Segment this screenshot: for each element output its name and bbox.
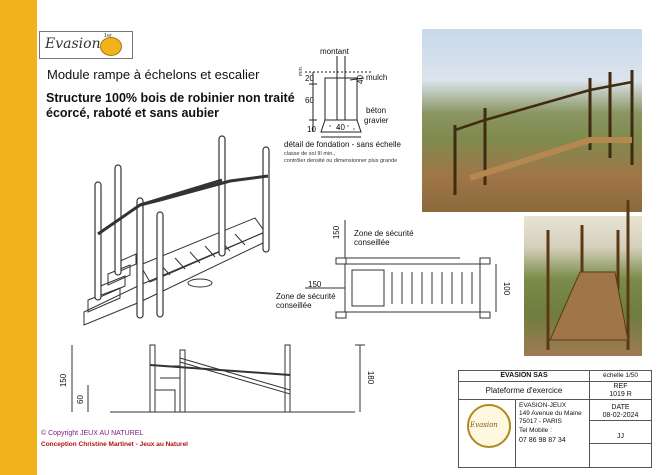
ref-value: 1019 R bbox=[609, 391, 632, 398]
accent-sidebar bbox=[0, 0, 37, 475]
foundation-note-1: classe de sol III min., bbox=[284, 151, 336, 157]
smiley-icon bbox=[100, 37, 122, 56]
dim-150-vertical: 150 bbox=[332, 225, 342, 240]
logo-superscript: 1er bbox=[104, 33, 112, 39]
plan-view bbox=[305, 220, 497, 319]
dim-10: 10 bbox=[307, 125, 316, 134]
ramp-perspective bbox=[83, 217, 266, 326]
product-name: Plateforme d'exercice bbox=[485, 386, 563, 395]
copyright: © Copyright JEUX AU NATUREL bbox=[41, 430, 144, 437]
side-elevation bbox=[71, 344, 365, 413]
initials: JJ bbox=[617, 433, 624, 440]
address-name: EVASION-JEUX bbox=[519, 402, 567, 409]
label-montant: montant bbox=[320, 47, 349, 56]
dim-20: 20 bbox=[305, 74, 314, 83]
seal-text: Evasion bbox=[470, 421, 498, 429]
label-min-1: min. bbox=[298, 65, 305, 77]
title-block: EVASION SAS échelle 1/50 Plateforme d'ex… bbox=[458, 370, 652, 468]
company-name: EVASION SAS bbox=[500, 372, 548, 379]
foundation-note-2: contrôler densité ou dimensionner plus g… bbox=[284, 158, 398, 164]
conception-credit: Conception Christine Martinet - Jeux au … bbox=[41, 441, 188, 448]
label-gravier: gravier bbox=[364, 116, 389, 125]
ramp-rails bbox=[97, 174, 269, 236]
phone-number: 07 86 98 87 34 bbox=[519, 437, 566, 444]
tel-label: Tel Mobile : bbox=[519, 427, 552, 434]
ramp-posts bbox=[94, 135, 270, 319]
date-value: 08-02-2024 bbox=[602, 412, 639, 419]
photo-1-structure bbox=[453, 70, 634, 195]
scale: échelle 1/50 bbox=[602, 372, 639, 379]
dim-150-horizontal: 150 bbox=[308, 280, 322, 289]
label-mulch: mulch bbox=[366, 73, 388, 82]
description-line-1: Structure 100% bois de robinier non trai… bbox=[46, 91, 295, 105]
address-line-2: 75017 - PARIS bbox=[519, 418, 562, 425]
ref-label: REF bbox=[613, 383, 628, 390]
safety-zone-left-label: Zone de sécurité conseillée bbox=[276, 292, 336, 310]
elevation-dim-60: 60 bbox=[75, 395, 85, 404]
photo-2-structure bbox=[546, 200, 630, 350]
foundation-detail bbox=[305, 56, 372, 138]
foundation-caption: détail de fondation - sans échelle bbox=[284, 140, 401, 149]
seal-icon bbox=[467, 404, 511, 448]
elevation-dim-150: 150 bbox=[59, 373, 69, 388]
elevation-dim-180: 180 bbox=[366, 370, 376, 385]
page-title: Module rampe à échelons et escalier bbox=[47, 67, 260, 82]
logo-text: Evasion bbox=[45, 36, 101, 52]
safety-zone-top-label: Zone de sécurité conseillée bbox=[354, 229, 414, 247]
date-label: DATE bbox=[611, 404, 630, 411]
address-line-1: 149 Avenue du Maine bbox=[519, 410, 582, 417]
dim-40-top: 40 bbox=[355, 75, 365, 84]
label-beton: béton bbox=[366, 106, 387, 115]
dim-60: 60 bbox=[305, 96, 314, 105]
foundation-gravel bbox=[329, 125, 355, 130]
dim-100: 100 bbox=[502, 281, 512, 296]
dim-40-bottom: 40 bbox=[336, 123, 345, 132]
description-line-2: écorcé, raboté et sans aubier bbox=[46, 106, 219, 120]
